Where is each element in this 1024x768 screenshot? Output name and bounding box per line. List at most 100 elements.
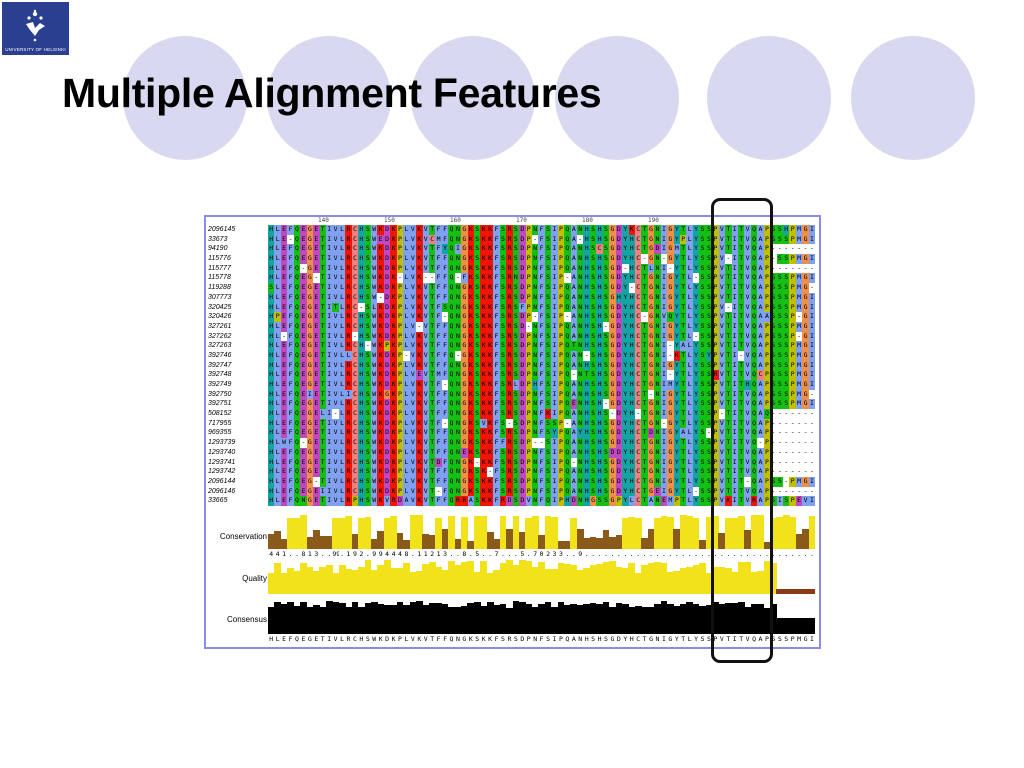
consensus-residue: Q — [565, 635, 570, 643]
residue: Q — [564, 428, 571, 439]
residue: S — [364, 399, 371, 410]
residue: K — [377, 370, 384, 380]
track-bar — [744, 561, 751, 594]
residue: W — [371, 331, 378, 342]
consensus-residue: K — [391, 635, 396, 643]
conservation-score: . — [700, 550, 705, 558]
conservation-score: . — [597, 550, 602, 558]
track-bar — [641, 565, 648, 594]
residue: - — [602, 321, 610, 332]
residue: G — [609, 370, 616, 380]
residue: K — [416, 438, 423, 448]
residue: H — [268, 428, 275, 439]
residue: E — [313, 234, 320, 245]
residue: Q — [564, 341, 571, 351]
residue: I — [660, 360, 668, 371]
residue: T — [737, 331, 745, 342]
residue: S — [474, 225, 481, 235]
residue: E — [300, 476, 307, 487]
residue: - — [789, 447, 796, 458]
residue: K — [486, 380, 494, 390]
residue: K — [486, 312, 494, 322]
residue: - — [776, 418, 783, 429]
residue: N — [454, 254, 462, 264]
residue: P — [712, 496, 719, 506]
residue: G — [647, 254, 655, 264]
residue: L — [338, 341, 346, 351]
residue: H — [531, 380, 539, 390]
residue: P — [557, 399, 565, 410]
sequence-name: 320426 — [208, 313, 232, 321]
residue: D — [383, 467, 391, 477]
conservation-score: 4 — [391, 550, 396, 558]
residue: H — [358, 283, 365, 293]
track-bar — [538, 535, 546, 549]
residue: P — [763, 350, 771, 361]
residue: F — [287, 496, 294, 506]
decor-circle — [123, 36, 247, 160]
conservation-score: 1 — [417, 550, 422, 558]
track-bar — [493, 569, 500, 594]
residue: G — [306, 438, 314, 448]
residue: Q — [293, 331, 301, 342]
residue: L — [403, 428, 410, 439]
residue: I — [731, 457, 738, 468]
track-bar — [461, 561, 468, 594]
residue: D — [615, 321, 623, 332]
residue: S — [364, 312, 371, 322]
residue: L — [274, 476, 281, 487]
consensus-residue: S — [784, 635, 789, 643]
residue: T — [680, 496, 687, 506]
residue: S — [544, 380, 552, 390]
residue: T — [428, 302, 436, 313]
residue: W — [371, 263, 378, 274]
residue: H — [583, 428, 590, 439]
residue: S — [364, 225, 371, 235]
residue: - — [808, 428, 816, 439]
track-bar — [808, 588, 816, 594]
residue: F — [493, 254, 500, 264]
residue: S — [544, 447, 552, 458]
residue: T — [319, 302, 326, 313]
residue: R — [345, 418, 352, 429]
residue: Y — [692, 467, 700, 477]
residue: P — [396, 467, 404, 477]
residue: S — [364, 370, 371, 380]
residue: I — [731, 418, 738, 429]
residue: T — [680, 467, 687, 477]
residue: T — [319, 447, 326, 458]
conservation-score: . — [571, 550, 576, 558]
residue: Q — [448, 476, 455, 487]
residue: K — [467, 389, 474, 400]
track-bar — [570, 517, 578, 549]
residue: I — [731, 467, 738, 477]
residue: L — [686, 283, 693, 293]
residue: E — [280, 273, 288, 284]
residue: S — [770, 350, 777, 361]
residue: D — [647, 428, 655, 439]
residue: H — [583, 360, 590, 371]
residue: A — [757, 254, 764, 264]
residue: S — [364, 486, 371, 497]
residue: V — [718, 389, 726, 400]
residue: G — [647, 341, 655, 351]
residue: L — [403, 447, 410, 458]
residue: P — [789, 292, 796, 303]
track-bar — [345, 607, 352, 634]
track-bar — [589, 564, 597, 594]
consensus-residue: P — [526, 635, 531, 643]
residue: A — [757, 428, 764, 439]
residue: Q — [293, 283, 301, 293]
residue: T — [725, 225, 732, 235]
residue: P — [525, 486, 532, 497]
residue: S — [699, 341, 706, 351]
residue: Y — [622, 302, 629, 313]
residue: F — [287, 263, 294, 274]
residue: C — [351, 476, 359, 487]
track-bar — [454, 538, 462, 549]
track-bar — [557, 562, 565, 594]
residue: L — [403, 263, 410, 274]
residue: T — [725, 360, 732, 371]
residue: T — [680, 409, 687, 419]
